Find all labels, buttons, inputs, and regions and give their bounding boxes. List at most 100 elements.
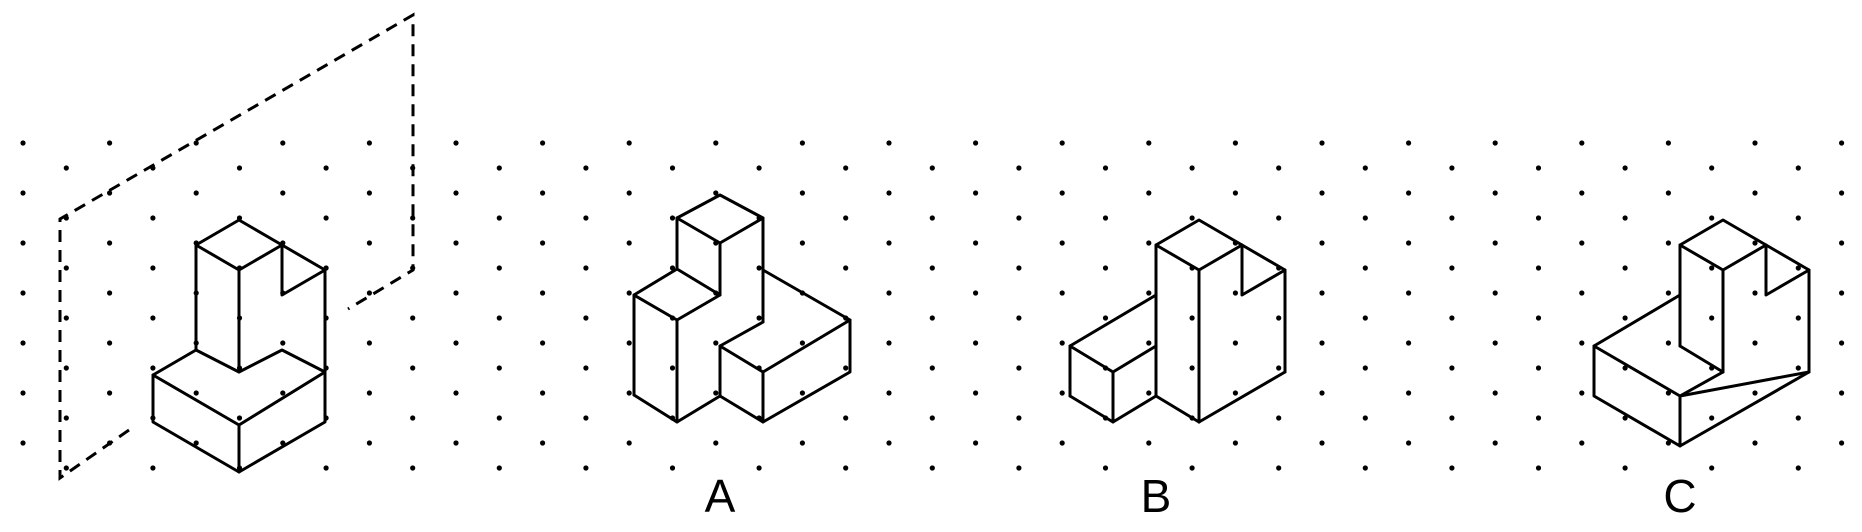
grid-dot [973, 390, 979, 396]
grid-dot [843, 465, 849, 471]
grid-dot [150, 365, 156, 371]
grid-dot [1795, 265, 1801, 271]
grid-dot [540, 440, 546, 446]
grid-dot [1406, 290, 1412, 296]
grid-dot [1709, 465, 1715, 471]
grid-dot [583, 415, 589, 421]
grid-dot [107, 190, 113, 196]
grid-dot [843, 265, 849, 271]
grid-dot [583, 265, 589, 271]
grid-dot [20, 340, 26, 346]
grid-dot [150, 215, 156, 221]
grid-dot [1665, 340, 1671, 346]
grid-dot [496, 465, 502, 471]
grid-dot [583, 365, 589, 371]
grid-dot [1622, 365, 1628, 371]
grid-dot [366, 140, 372, 146]
grid-dot [886, 140, 892, 146]
grid-dot [1535, 365, 1542, 371]
grid-dot [1795, 165, 1801, 171]
reference-solid [151, 218, 327, 474]
grid-dot [366, 190, 372, 196]
grid-dot [150, 315, 156, 321]
grid-dot [107, 240, 113, 246]
grid-dot [1102, 215, 1109, 221]
grid-dot [1492, 240, 1498, 246]
grid-dot [1319, 290, 1325, 296]
grid-dot [626, 340, 632, 346]
grid-dot [626, 390, 632, 396]
grid-dot [973, 240, 979, 246]
grid-dot [1795, 215, 1801, 221]
grid-dot [1492, 440, 1498, 446]
grid-dot [1102, 465, 1109, 471]
grid-dot [1579, 440, 1585, 446]
grid-dot [756, 465, 762, 471]
grid-dot [540, 290, 546, 296]
grid-dot [1622, 165, 1628, 171]
grid-dot [886, 190, 892, 196]
grid-dot [1579, 290, 1585, 296]
grid-dot [410, 365, 416, 371]
grid-dot [63, 265, 69, 271]
grid-dot [1189, 215, 1195, 221]
grid-dot [1752, 140, 1758, 146]
grid-dot [150, 465, 156, 471]
grid-dot [280, 140, 286, 146]
grid-dot [1146, 190, 1152, 196]
grid-dot [1839, 390, 1845, 396]
grid-dot [1059, 440, 1065, 446]
grid-dot [496, 365, 502, 371]
grid-dot [1276, 215, 1282, 221]
grid-dot [107, 140, 113, 146]
grid-dot [1319, 140, 1325, 146]
grid-dot [1232, 140, 1238, 146]
grid-dot [1146, 240, 1152, 246]
grid-dot [366, 440, 372, 446]
grid-dot [1059, 240, 1065, 246]
grid-dot [410, 215, 416, 221]
grid-dot [1016, 215, 1022, 221]
grid-dot [193, 190, 199, 196]
grid-dot [1665, 290, 1671, 296]
grid-dot [453, 440, 459, 446]
grid-dot [20, 390, 26, 396]
grid-dot [496, 265, 502, 271]
grid-dot [583, 215, 589, 221]
grid-dot [1709, 165, 1715, 171]
grid-dot [1579, 140, 1585, 146]
grid-dot [713, 190, 719, 196]
grid-dot [1016, 465, 1022, 471]
grid-dot [107, 290, 113, 296]
grid-dot [453, 140, 459, 146]
grid-dot [669, 165, 676, 171]
grid-dot [496, 215, 502, 221]
grid-dot [1752, 240, 1758, 246]
grid-dot [626, 190, 632, 196]
grid-dot [669, 465, 676, 471]
grid-dot [323, 165, 329, 171]
grid-dot [799, 440, 806, 446]
grid-dot [1406, 240, 1412, 246]
option-b-label: B [1141, 470, 1172, 522]
grid-dot [1752, 440, 1758, 446]
grid-dot [1276, 465, 1282, 471]
grid-dot [669, 365, 676, 371]
grid-dot [1319, 190, 1325, 196]
grid-dot [1016, 415, 1022, 421]
grid-dot [20, 240, 26, 246]
grid-dot [1059, 140, 1065, 146]
grid-dot [1492, 290, 1498, 296]
grid-dot [1016, 365, 1022, 371]
grid-dot [843, 365, 849, 371]
grid-dot [1016, 165, 1022, 171]
grid-dot [799, 340, 806, 346]
grid-dot [20, 440, 26, 446]
grid-dot [1102, 165, 1109, 171]
grid-dot [236, 415, 243, 421]
grid-dot [756, 315, 762, 321]
grid-dot [1232, 290, 1238, 296]
grid-dot [929, 315, 935, 321]
grid-dot [1795, 415, 1801, 421]
